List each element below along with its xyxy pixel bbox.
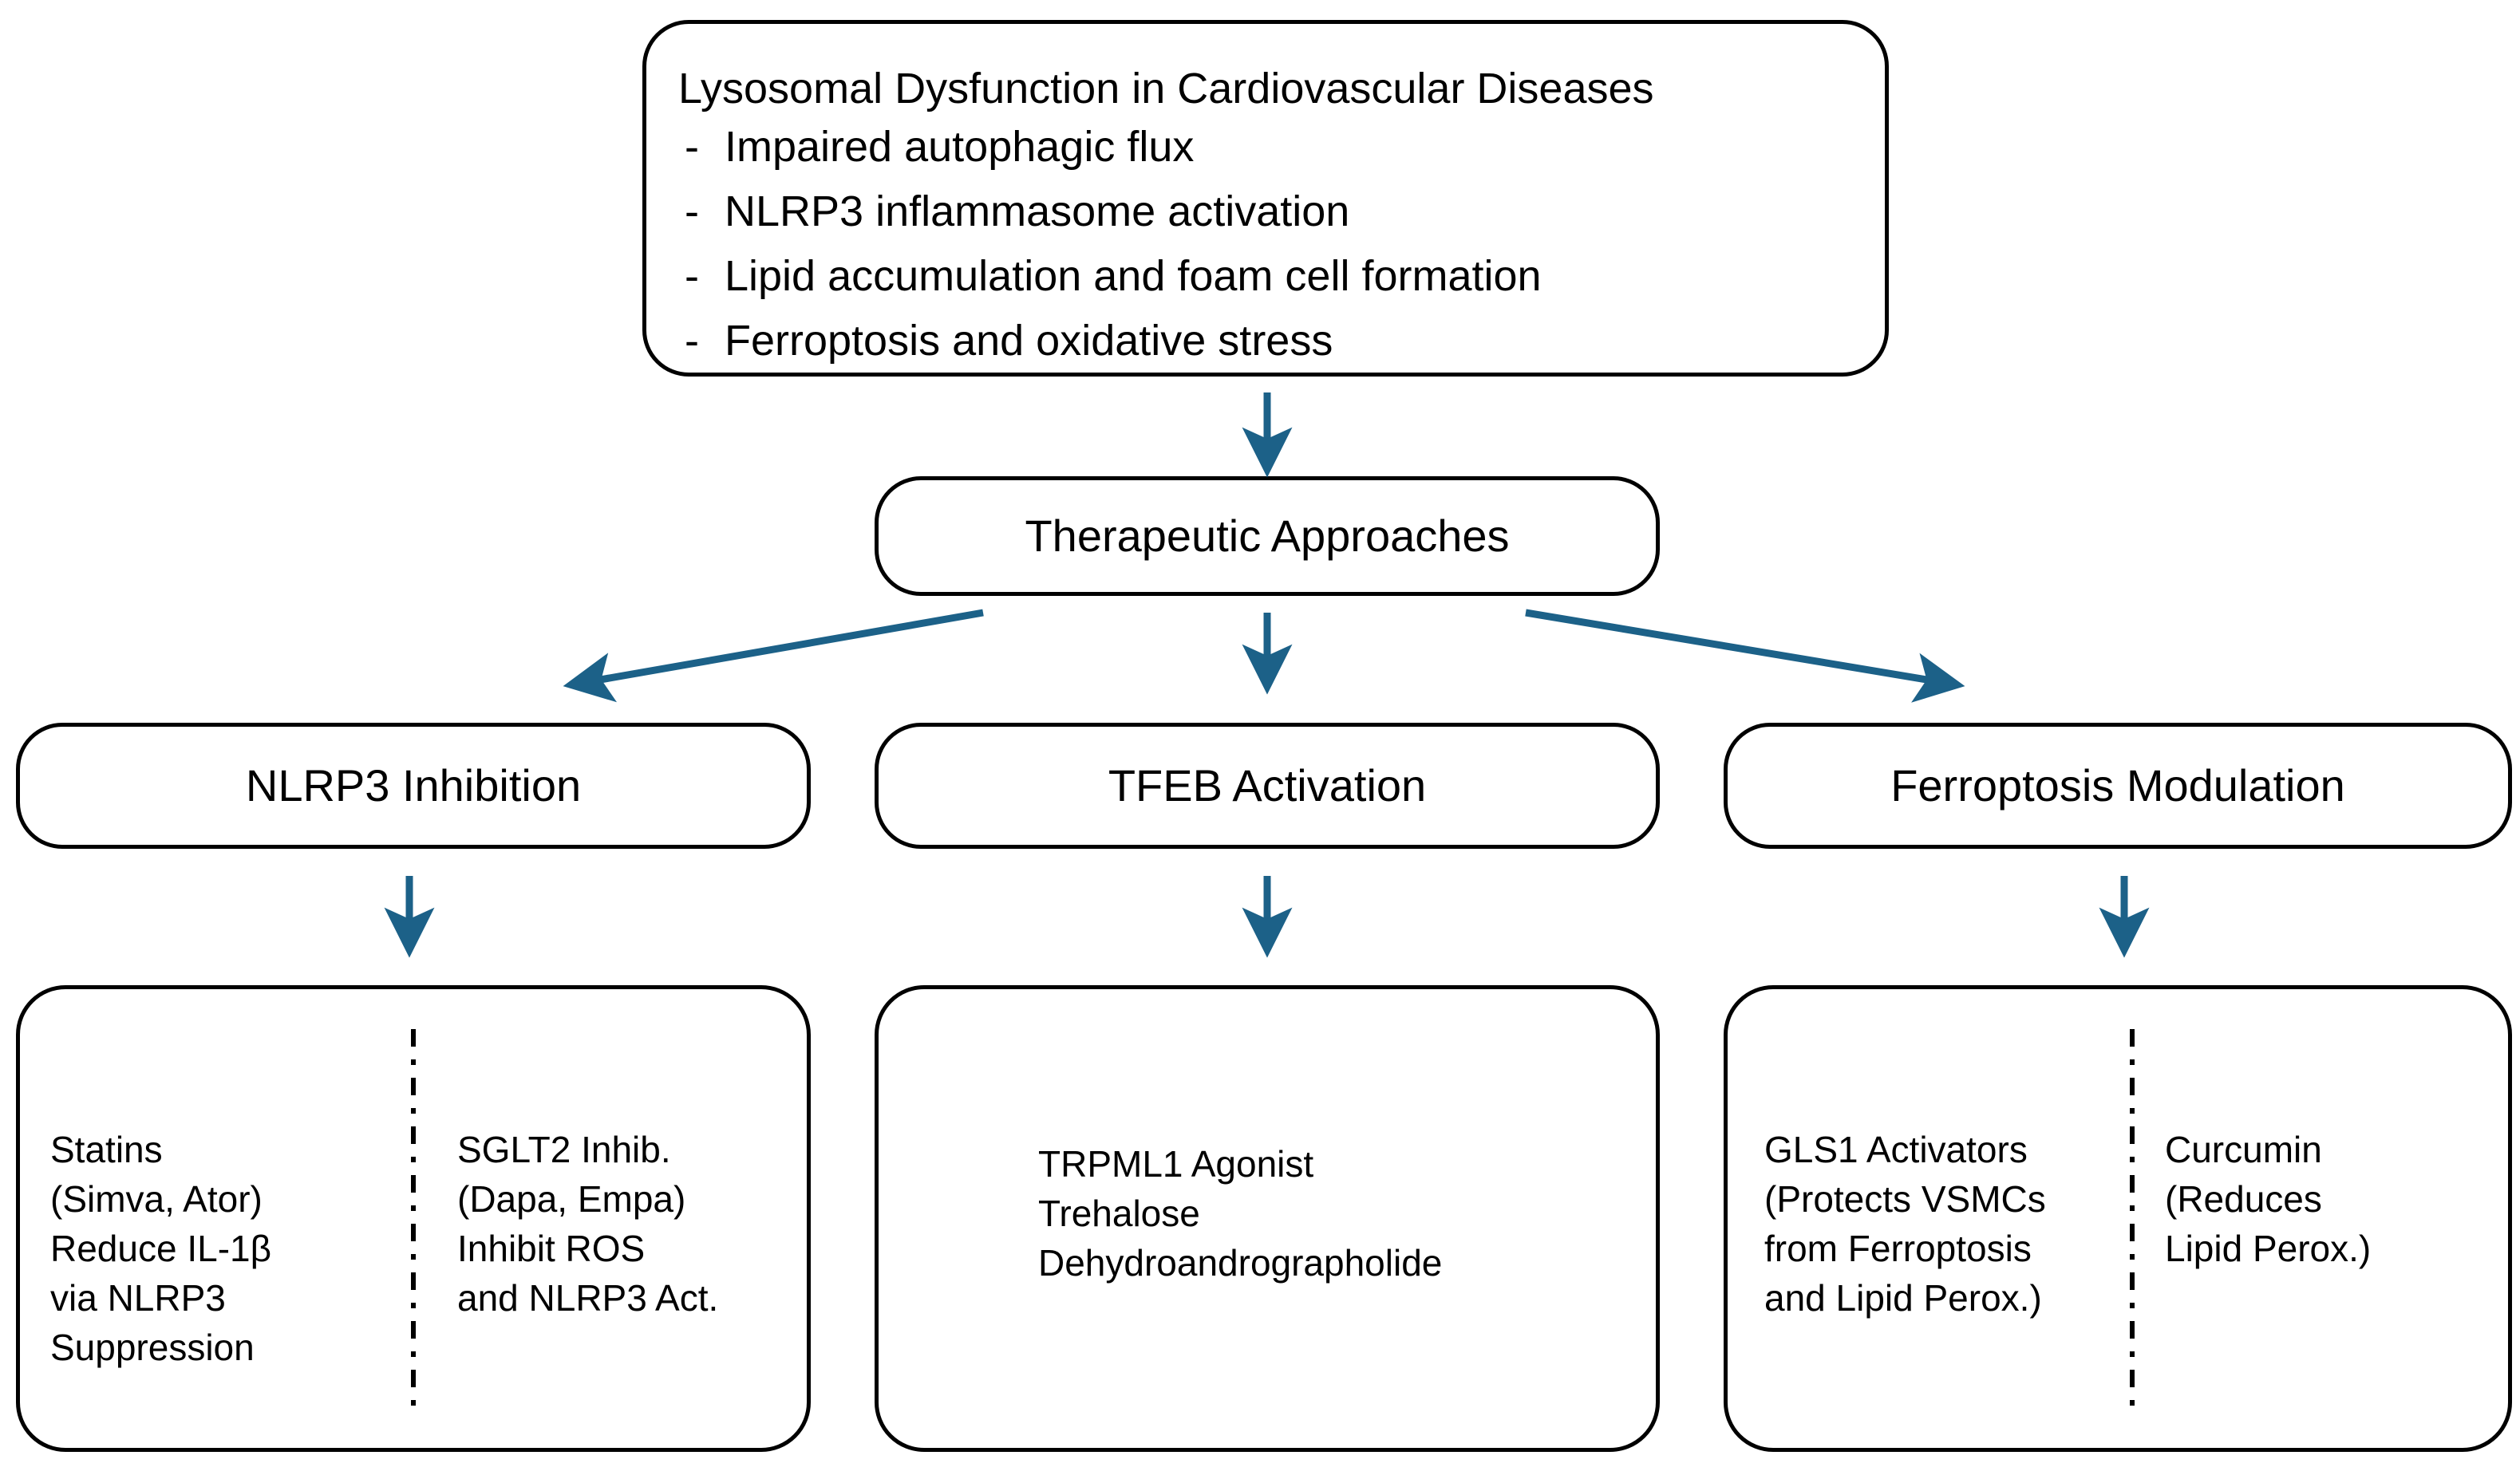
detail-pane-left: GLS1 Activators (Protects VSMCs from Fer… — [1764, 1129, 2046, 1319]
list-item: - Lipid accumulation and foam cell forma… — [678, 244, 1850, 309]
bullet-dash-icon: - — [685, 317, 699, 365]
bullet-dash-icon: - — [685, 123, 699, 171]
detail-body: GLS1 Activators (Protects VSMCs from Fer… — [1728, 989, 2508, 1448]
detail-pane-right: SGLT2 Inhib. (Dapa, Empa) Inhibit ROS an… — [457, 1129, 719, 1319]
overview-bullet-label: Lipid accumulation and foam cell formati… — [725, 252, 1542, 300]
detail-box-ferroptosis-modulation: GLS1 Activators (Protects VSMCs from Fer… — [1724, 985, 2512, 1452]
category-box-ferroptosis-modulation: Ferroptosis Modulation — [1724, 723, 2512, 849]
detail-box-tfeb-activation: TRPML1 Agonist Trehalose Dehydroandrogra… — [875, 985, 1660, 1452]
category-box-nlrp3-inhibition: NLRP3 Inhibition — [16, 723, 811, 849]
bullet-dash-icon: - — [685, 252, 699, 300]
category-label: Ferroptosis Modulation — [1890, 760, 2345, 810]
detail-body: TRPML1 Agonist Trehalose Dehydroandrogra… — [879, 989, 1656, 1448]
arrow-therapeutic-to-nlrp3 — [563, 609, 984, 703]
pane-divider — [411, 1029, 416, 1416]
overview-bullet-list: - Impaired autophagic flux - NLRP3 infla… — [678, 115, 1850, 373]
bullet-dash-icon: - — [685, 187, 699, 235]
overview-bullet-label: Impaired autophagic flux — [725, 123, 1195, 171]
pane-divider — [2130, 1029, 2135, 1416]
therapeutic-approaches-box: Therapeutic Approaches — [875, 476, 1660, 596]
category-label: NLRP3 Inhibition — [245, 760, 582, 810]
overview-title: Lysosomal Dysfunction in Cardiovascular … — [678, 65, 1654, 112]
list-item: - Ferroptosis and oxidative stress — [678, 309, 1850, 373]
therapeutic-approaches-label: Therapeutic Approaches — [1025, 511, 1510, 561]
detail-body: Statins (Simva, Ator) Reduce IL-1β via N… — [20, 989, 807, 1448]
list-item: - NLRP3 inflammasome activation — [678, 179, 1850, 244]
detail-pane-solo: TRPML1 Agonist Trehalose Dehydroandrogra… — [1038, 1143, 1443, 1284]
detail-box-nlrp3-inhibition: Statins (Simva, Ator) Reduce IL-1β via N… — [16, 985, 811, 1452]
list-item: - Impaired autophagic flux — [678, 115, 1850, 179]
overview-box: Lysosomal Dysfunction in Cardiovascular … — [642, 20, 1889, 377]
category-label: TFEB Activation — [1108, 760, 1427, 810]
category-box-tfeb-activation: TFEB Activation — [875, 723, 1660, 849]
detail-pane-right: Curcumin (Reduces Lipid Perox.) — [2165, 1129, 2372, 1269]
arrow-therapeutic-to-ferroptosis — [1525, 609, 1965, 703]
overview-bullet-label: Ferroptosis and oxidative stress — [725, 317, 1333, 365]
overview-bullet-label: NLRP3 inflammasome activation — [725, 187, 1350, 235]
detail-pane-left: Statins (Simva, Ator) Reduce IL-1β via N… — [50, 1129, 272, 1368]
